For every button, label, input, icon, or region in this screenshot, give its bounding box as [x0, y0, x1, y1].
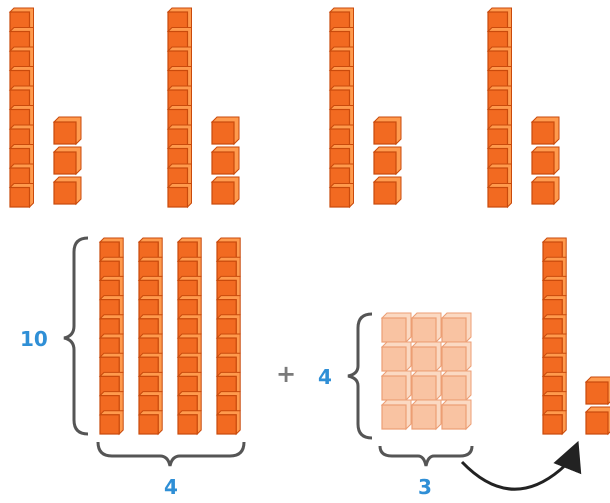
result-blocks	[541, 237, 610, 436]
tens-group-rod	[98, 237, 124, 436]
one-cube	[530, 116, 560, 146]
one-cube	[210, 176, 240, 206]
tens-height-label: 10	[20, 327, 48, 351]
top-group-1	[8, 7, 82, 209]
ones-height-brace	[347, 312, 373, 440]
ones-grid	[380, 312, 472, 431]
ten-rod	[486, 7, 512, 209]
one-cube	[372, 146, 402, 176]
curved-arrow-icon	[460, 440, 582, 491]
top-group-3	[328, 7, 402, 209]
one-cube	[52, 116, 82, 146]
one-cube	[210, 116, 240, 146]
faded-one-cube	[440, 312, 472, 344]
unit-cube	[215, 275, 241, 301]
tens-group-rod	[137, 237, 163, 436]
one-cube	[372, 116, 402, 146]
one-cube	[530, 176, 560, 206]
ones-height-label: 4	[318, 365, 332, 389]
plus-operator: +	[276, 360, 296, 388]
one-cube	[372, 176, 402, 206]
unit-cube	[98, 410, 124, 436]
ten-rod	[328, 7, 354, 209]
top-group-4	[486, 7, 560, 209]
ones-width-brace	[378, 445, 474, 467]
faded-one-cube	[440, 341, 472, 373]
faded-one-cube	[410, 341, 442, 373]
unit-cube	[215, 237, 241, 263]
tens-width-brace	[96, 441, 246, 467]
tens-group-rod	[215, 237, 241, 436]
result-one-cube	[584, 406, 610, 436]
ones-width-label: 3	[418, 475, 432, 499]
unit-cube	[166, 183, 192, 209]
unit-cube	[176, 410, 202, 436]
faded-one-cube	[410, 370, 442, 402]
faded-one-cube	[440, 370, 472, 402]
faded-one-cube	[380, 370, 412, 402]
faded-one-cube	[410, 312, 442, 344]
tens-height-brace	[63, 236, 89, 436]
unit-cube	[215, 410, 241, 436]
ten-rod	[8, 7, 34, 209]
unit-cube	[8, 183, 34, 209]
unit-cube	[98, 391, 124, 417]
tens-width-label: 4	[164, 475, 178, 499]
faded-one-cube	[380, 399, 412, 431]
faded-one-cube	[380, 341, 412, 373]
unit-cube	[328, 183, 354, 209]
unit-cube	[541, 333, 567, 359]
unit-cube	[137, 410, 163, 436]
one-cube	[52, 176, 82, 206]
one-cube	[210, 146, 240, 176]
unit-cube	[541, 410, 567, 436]
result-one-cube	[584, 376, 610, 406]
unit-cube	[176, 275, 202, 301]
faded-one-cube	[410, 399, 442, 431]
tens-group	[98, 237, 241, 436]
top-row-blocks	[8, 7, 560, 209]
ten-rod	[166, 7, 192, 209]
top-group-2	[166, 7, 240, 209]
faded-one-cube	[380, 312, 412, 344]
unit-cube	[486, 183, 512, 209]
tens-group-rod	[176, 237, 202, 436]
one-cube	[52, 146, 82, 176]
one-cube	[530, 146, 560, 176]
result-ten-rod	[541, 237, 567, 436]
faded-one-cube	[440, 399, 472, 431]
